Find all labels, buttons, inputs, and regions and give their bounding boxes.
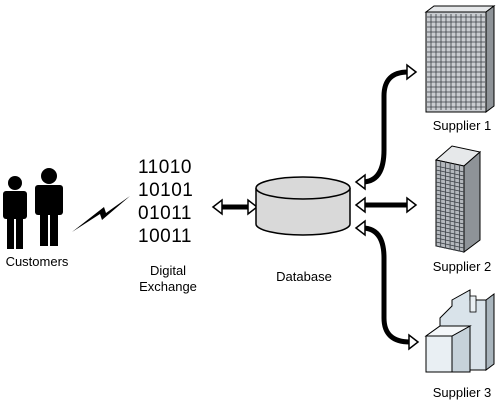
binary-line: 11010 [138, 157, 192, 178]
database-supplier2-arrow [354, 196, 418, 214]
supplier3-factory-icon [424, 289, 495, 373]
database-supplier1-arrow [354, 63, 418, 191]
supplier1-building-icon [424, 5, 496, 113]
supplier2-label: Supplier 2 [432, 259, 492, 274]
customer-person-icon [35, 168, 63, 246]
binary-line: 01011 [138, 203, 192, 224]
supplier2-building-icon [434, 145, 482, 253]
binary-line: 10011 [138, 226, 192, 247]
database-label: Database [276, 269, 332, 284]
supplier1-label: Supplier 1 [432, 118, 492, 133]
customers-label: Customers [5, 254, 69, 269]
exchange-label-line2: Exchange [139, 279, 197, 294]
database-cylinder-icon [255, 176, 351, 236]
lightning-bolt-icon [72, 196, 130, 232]
exchange-label-line1: Digital [149, 263, 187, 278]
customer-person-icon [3, 176, 27, 249]
exchange-database-arrow [211, 198, 259, 216]
binary-line: 10101 [138, 180, 194, 201]
database-supplier3-arrow [354, 219, 420, 351]
supplier3-label: Supplier 3 [432, 385, 492, 400]
